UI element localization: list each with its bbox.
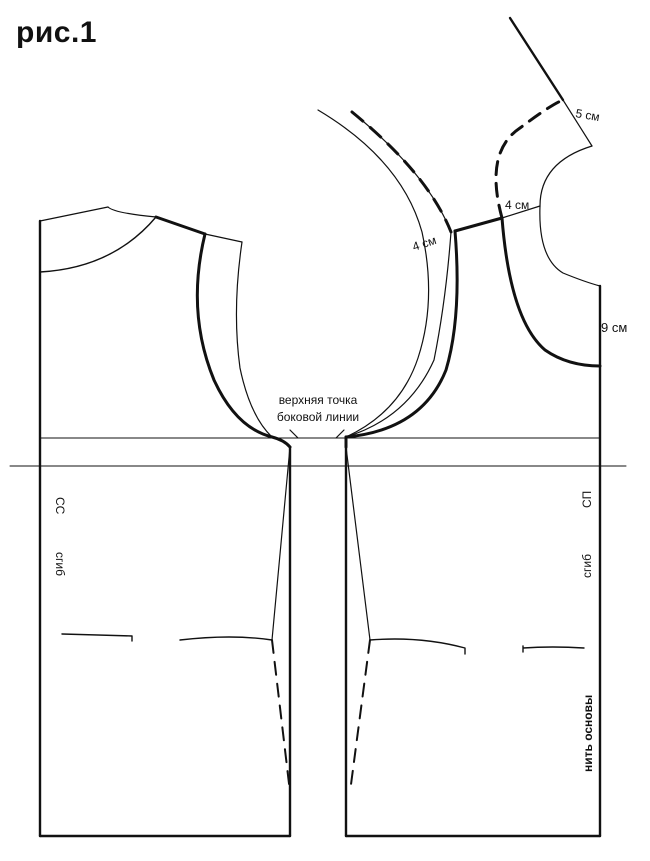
back-side-dashed <box>271 639 291 793</box>
front-lapel-tip <box>539 145 593 207</box>
front-neck-dashed <box>494 98 565 220</box>
label-fold-left: сгиб <box>53 552 67 576</box>
front-shoulder <box>453 216 504 233</box>
front-neck-original <box>539 205 601 287</box>
back-shoulder-thin <box>204 233 243 243</box>
label-grain: нить основы <box>581 695 595 772</box>
label-5cm: 5 см <box>574 106 600 124</box>
back-shoulder <box>154 215 207 236</box>
front-dart-right <box>522 645 585 653</box>
front-lapel-dashed <box>350 110 453 234</box>
label-side-point-2: боковой линии <box>277 410 359 424</box>
label-9cm: 9 см <box>601 320 627 335</box>
back-neck-original-curve <box>107 206 157 218</box>
label-4cm-shoulder: 4 см <box>505 198 529 212</box>
label-cc: СС <box>53 497 67 515</box>
front-dart-left <box>369 638 466 655</box>
front-side-thin <box>345 446 371 641</box>
front-armhole-new <box>344 229 459 439</box>
back-armhole-new <box>195 232 274 439</box>
label-fold-right: сгиб <box>580 554 594 578</box>
label-side-point-1: верхняя точка <box>279 393 358 407</box>
back-side-curve <box>270 435 292 449</box>
figure-title: рис.1 <box>16 16 97 49</box>
back-neck-facing <box>39 216 157 273</box>
front-lapel-outer <box>317 109 430 438</box>
front-lapel-edge <box>508 16 565 102</box>
back-armhole-original <box>235 241 273 438</box>
side-point-marker-left <box>289 429 299 439</box>
back-side-thin <box>271 446 291 641</box>
front-neck-new <box>500 216 602 368</box>
label-cp: СП <box>580 491 594 508</box>
back-dart-right <box>179 636 273 641</box>
side-point-marker-right <box>335 429 345 439</box>
back-dart-left <box>61 633 133 642</box>
label-4cm-lapel: 4 см <box>411 233 438 254</box>
back-neck-original <box>39 206 109 222</box>
front-side-dashed <box>349 639 371 793</box>
front-shoulder-thin <box>501 205 541 219</box>
front-lapel-edge2 <box>562 99 593 147</box>
